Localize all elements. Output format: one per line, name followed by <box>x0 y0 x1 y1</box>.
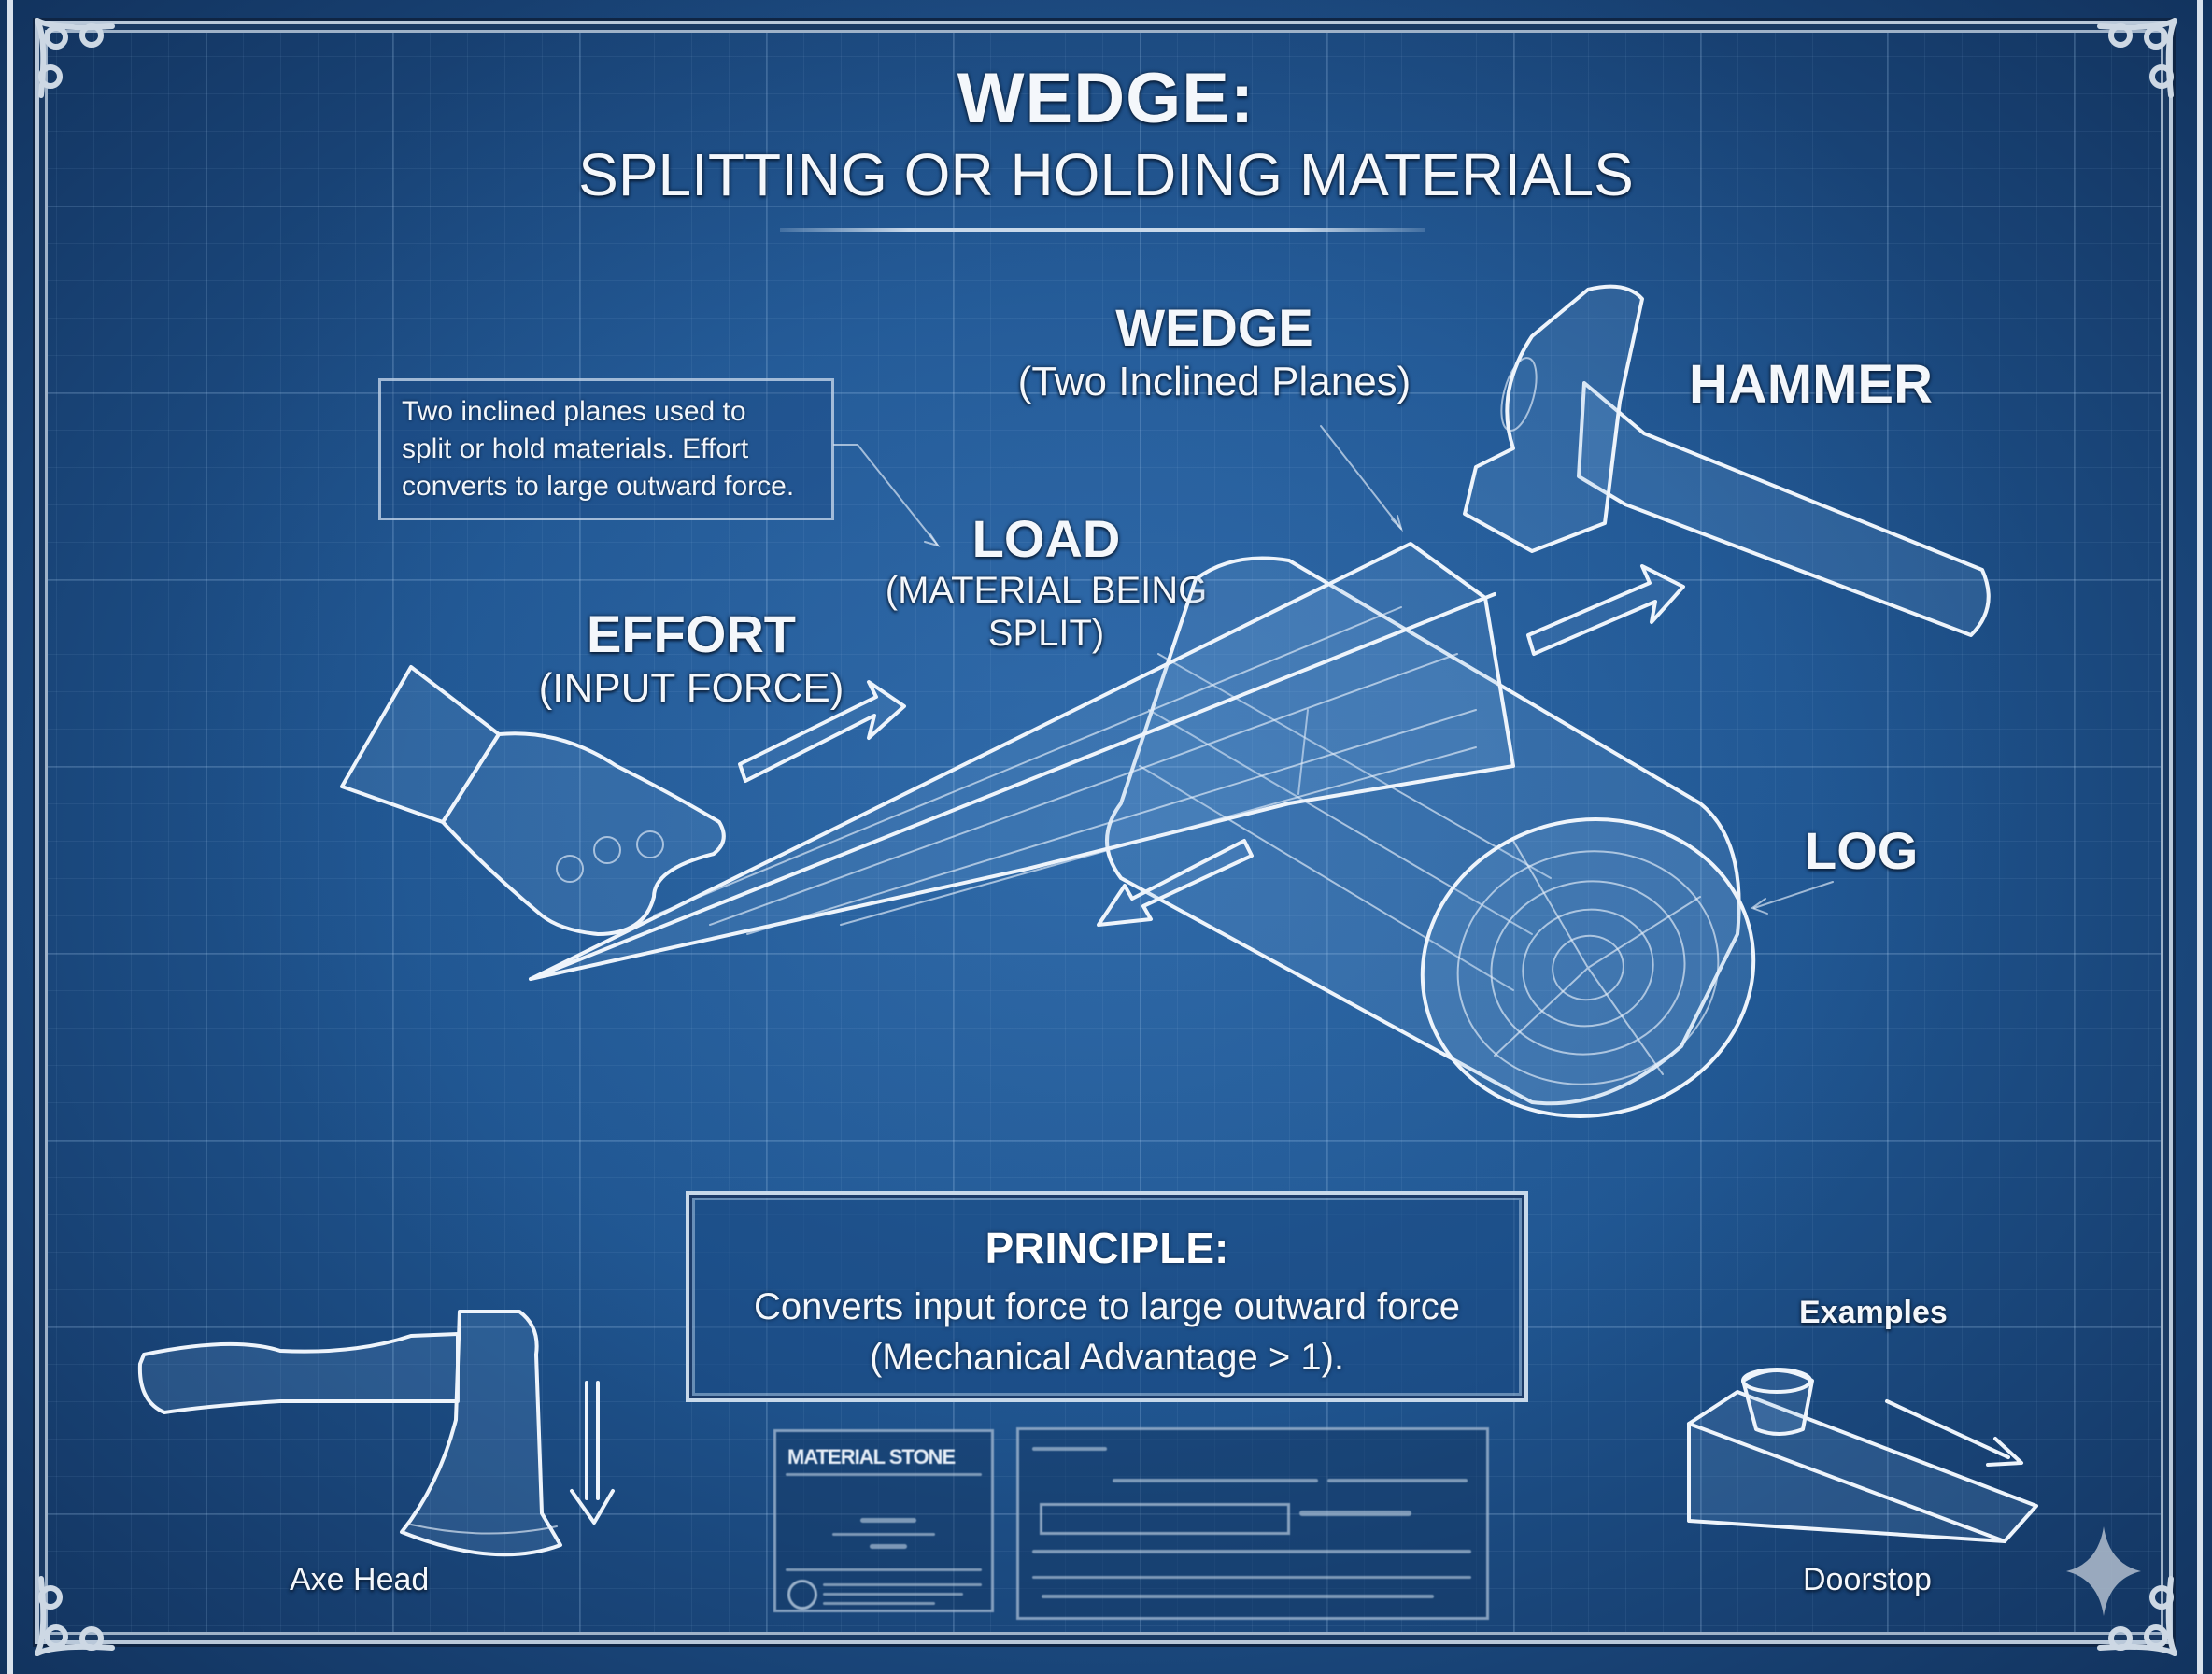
principle-title: PRINCIPLE: <box>985 1224 1229 1272</box>
corner-ornament-icon <box>35 1576 115 1656</box>
page-title: WEDGE: <box>957 59 1255 138</box>
corner-ornament-icon <box>2097 18 2177 98</box>
wedge-icon <box>529 542 1515 981</box>
examples-heading: Examples <box>1799 1295 1948 1330</box>
example-label-doorstop: Doorstop <box>1803 1562 1932 1597</box>
title-divider <box>780 228 1425 232</box>
wedge-sublabel: (Two Inclined Planes) <box>1017 359 1411 404</box>
corner-ornament-icon <box>2097 1576 2177 1656</box>
no-symbol-icon <box>787 1580 817 1610</box>
hammer-icon <box>1463 284 1991 637</box>
hammer-label: HAMMER <box>1689 354 1933 415</box>
material-panel-title: MATERIAL STONE <box>787 1445 956 1468</box>
log-label: LOG <box>1805 821 1919 880</box>
description-note-box: Two inclined planes used to split or hol… <box>378 378 834 520</box>
example-label-axe: Axe Head <box>290 1562 430 1597</box>
material-inset-panel: MATERIAL STONE <box>773 1429 994 1612</box>
right-edge-strip <box>2197 0 2203 1674</box>
principle-line-2: (Mechanical Advantage > 1). <box>869 1337 1345 1378</box>
note-line: split or hold materials. Effort <box>402 433 749 464</box>
specs-inset-panel <box>1016 1427 1489 1620</box>
principle-line-1: Converts input force to large outward fo… <box>754 1286 1460 1327</box>
corner-ornament-icon <box>35 18 115 98</box>
left-edge-strip <box>7 0 13 1674</box>
sparkle-icon <box>2066 1526 2141 1616</box>
doorstop-icon <box>1687 1368 2038 1543</box>
load-sublabel-line2: SPLIT) <box>987 613 1105 654</box>
effort-label: EFFORT <box>587 604 796 663</box>
arrow-icon <box>738 564 1685 927</box>
axe-icon <box>137 1310 615 1557</box>
note-line: converts to large outward force. <box>402 471 795 502</box>
load-label: LOAD <box>971 509 1121 568</box>
log-icon <box>1105 556 1756 1118</box>
effort-sublabel: (INPUT FORCE) <box>538 665 844 711</box>
load-sublabel-line1: (MATERIAL BEING <box>885 570 1208 611</box>
wedge-label: WEDGE <box>1115 298 1313 357</box>
dimension-bar <box>1040 1503 1290 1535</box>
page-subtitle: SPLITTING OR HOLDING MATERIALS <box>578 141 1634 208</box>
hand-icon <box>340 665 726 936</box>
principle-box: PRINCIPLE: Converts input force to large… <box>686 1191 1528 1402</box>
note-line: Two inclined planes used to <box>402 396 746 427</box>
